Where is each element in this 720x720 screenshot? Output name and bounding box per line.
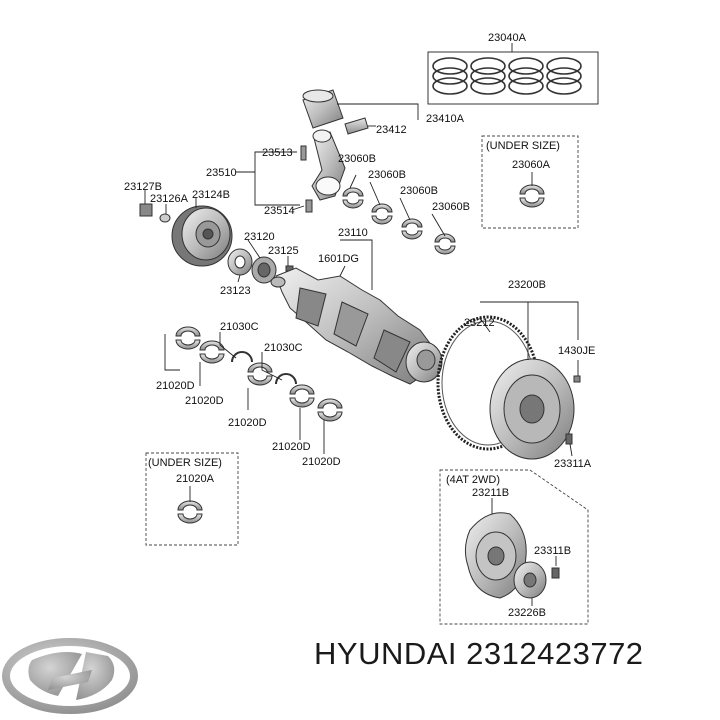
label-21020A: 21020A	[176, 473, 215, 485]
label-23226B: 23226B	[508, 607, 546, 619]
label-1601DG: 1601DG	[318, 253, 359, 265]
label-23060B-3: 23060B	[400, 185, 438, 197]
label-23124B: 23124B	[192, 189, 230, 201]
label-23123: 23123	[220, 285, 251, 297]
brand-name: HYUNDAI	[314, 636, 458, 671]
label-23110: 23110	[338, 227, 368, 239]
label-23040A: 23040A	[488, 32, 527, 44]
label-23060B-2: 23060B	[368, 169, 406, 181]
label-23120: 23120	[244, 231, 275, 243]
brand-part-number: HYUNDAI 2312423772	[314, 636, 714, 680]
label-21020D-1: 21020D	[156, 380, 195, 392]
crankshaft-pulley	[139, 190, 233, 267]
label-23211B: 23211B	[472, 487, 509, 499]
label-23060A: 23060A	[512, 159, 551, 171]
label-under-size-top: (UNDER SIZE)	[486, 140, 560, 152]
label-23311A: 23311A	[554, 458, 592, 470]
label-23060B-1: 23060B	[338, 153, 376, 165]
label-under-size-bottom: (UNDER SIZE)	[148, 457, 222, 469]
crankshaft	[270, 239, 443, 385]
label-23060B-4: 23060B	[432, 201, 470, 213]
drive-plate-box	[439, 469, 589, 625]
label-23514: 23514	[264, 205, 295, 217]
thrust-washers	[231, 351, 297, 385]
rod-bearing-set	[342, 187, 456, 255]
connecting-rod	[236, 129, 346, 213]
label-21030C-2: 21030C	[264, 342, 303, 354]
label-23127B: 23127B	[124, 181, 162, 193]
label-23410A: 23410A	[426, 113, 465, 125]
piston-ring-set	[427, 43, 599, 105]
label-23311B: 23311B	[534, 545, 571, 557]
flywheel	[480, 301, 581, 460]
label-1430JE: 1430JE	[558, 345, 595, 357]
label-21020D-5: 21020D	[302, 456, 341, 468]
label-23125: 23125	[268, 245, 299, 257]
label-23513: 23513	[262, 147, 293, 159]
label-23126A: 23126A	[150, 193, 189, 205]
part-number: 2312423772	[466, 636, 644, 671]
label-21020D-3: 21020D	[228, 417, 267, 429]
label-23212: 23212	[464, 317, 495, 329]
piston	[302, 89, 419, 135]
label-21020D-4: 21020D	[272, 441, 311, 453]
under-size-box-top	[481, 135, 579, 229]
hyundai-logo	[2, 638, 138, 714]
timing-sprocket	[227, 239, 294, 284]
label-4at-2wd: (4AT 2WD)	[446, 474, 500, 486]
label-21030C-1: 21030C	[220, 321, 259, 333]
under-size-box-bottom	[145, 452, 239, 546]
label-21020D-2: 21020D	[185, 395, 224, 407]
part-labels: 23040A 23410A 23412 23513 23510 23514 23…	[124, 32, 595, 619]
label-23200B: 23200B	[508, 279, 546, 291]
label-23412: 23412	[376, 124, 407, 136]
main-bearing-set	[175, 326, 343, 422]
label-23510: 23510	[206, 167, 237, 179]
